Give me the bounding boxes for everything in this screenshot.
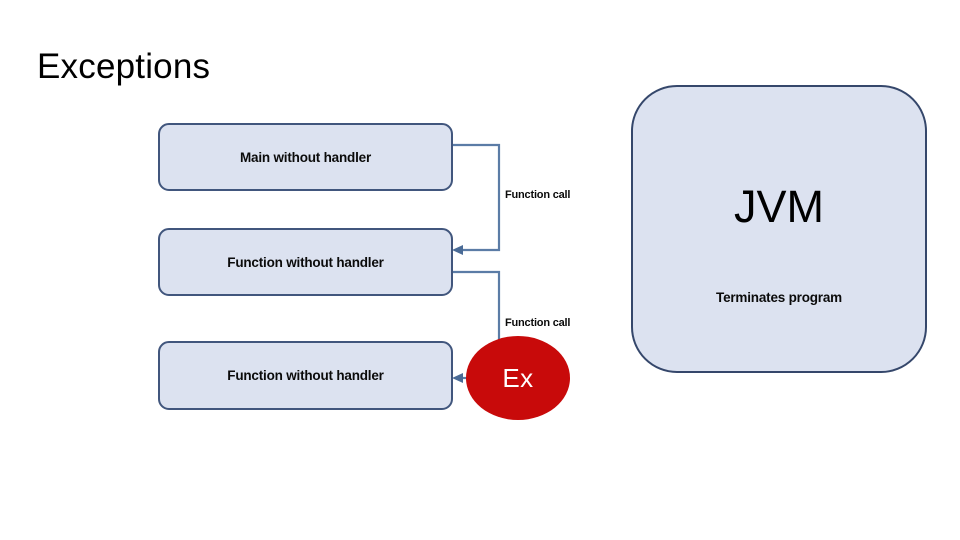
- exception-bubble-label: Ex: [502, 363, 534, 393]
- connector-function1-to-exception: [453, 270, 501, 352]
- jvm-subtitle: Terminates program: [716, 290, 842, 305]
- process-box-function-without-handler-1[interactable]: Function without handler: [158, 228, 453, 296]
- process-box-label: Main without handler: [240, 149, 371, 165]
- process-box-label: Function without handler: [227, 368, 384, 383]
- connector-main-to-function1: [452, 143, 501, 255]
- page-title: Exceptions: [37, 47, 211, 86]
- exception-bubble[interactable]: Ex: [466, 336, 570, 420]
- connector-label-function-call-1: Function call: [505, 189, 571, 201]
- process-box-main-without-handler[interactable]: Main without handler: [158, 123, 453, 191]
- process-box-label: Function without handler: [227, 254, 384, 270]
- jvm-panel[interactable]: JVM Terminates program: [631, 85, 927, 373]
- connector-label-function-call-2: Function call: [505, 317, 571, 329]
- process-box-function-without-handler-2[interactable]: Function without handler: [158, 341, 453, 410]
- jvm-title: JVM: [734, 181, 824, 232]
